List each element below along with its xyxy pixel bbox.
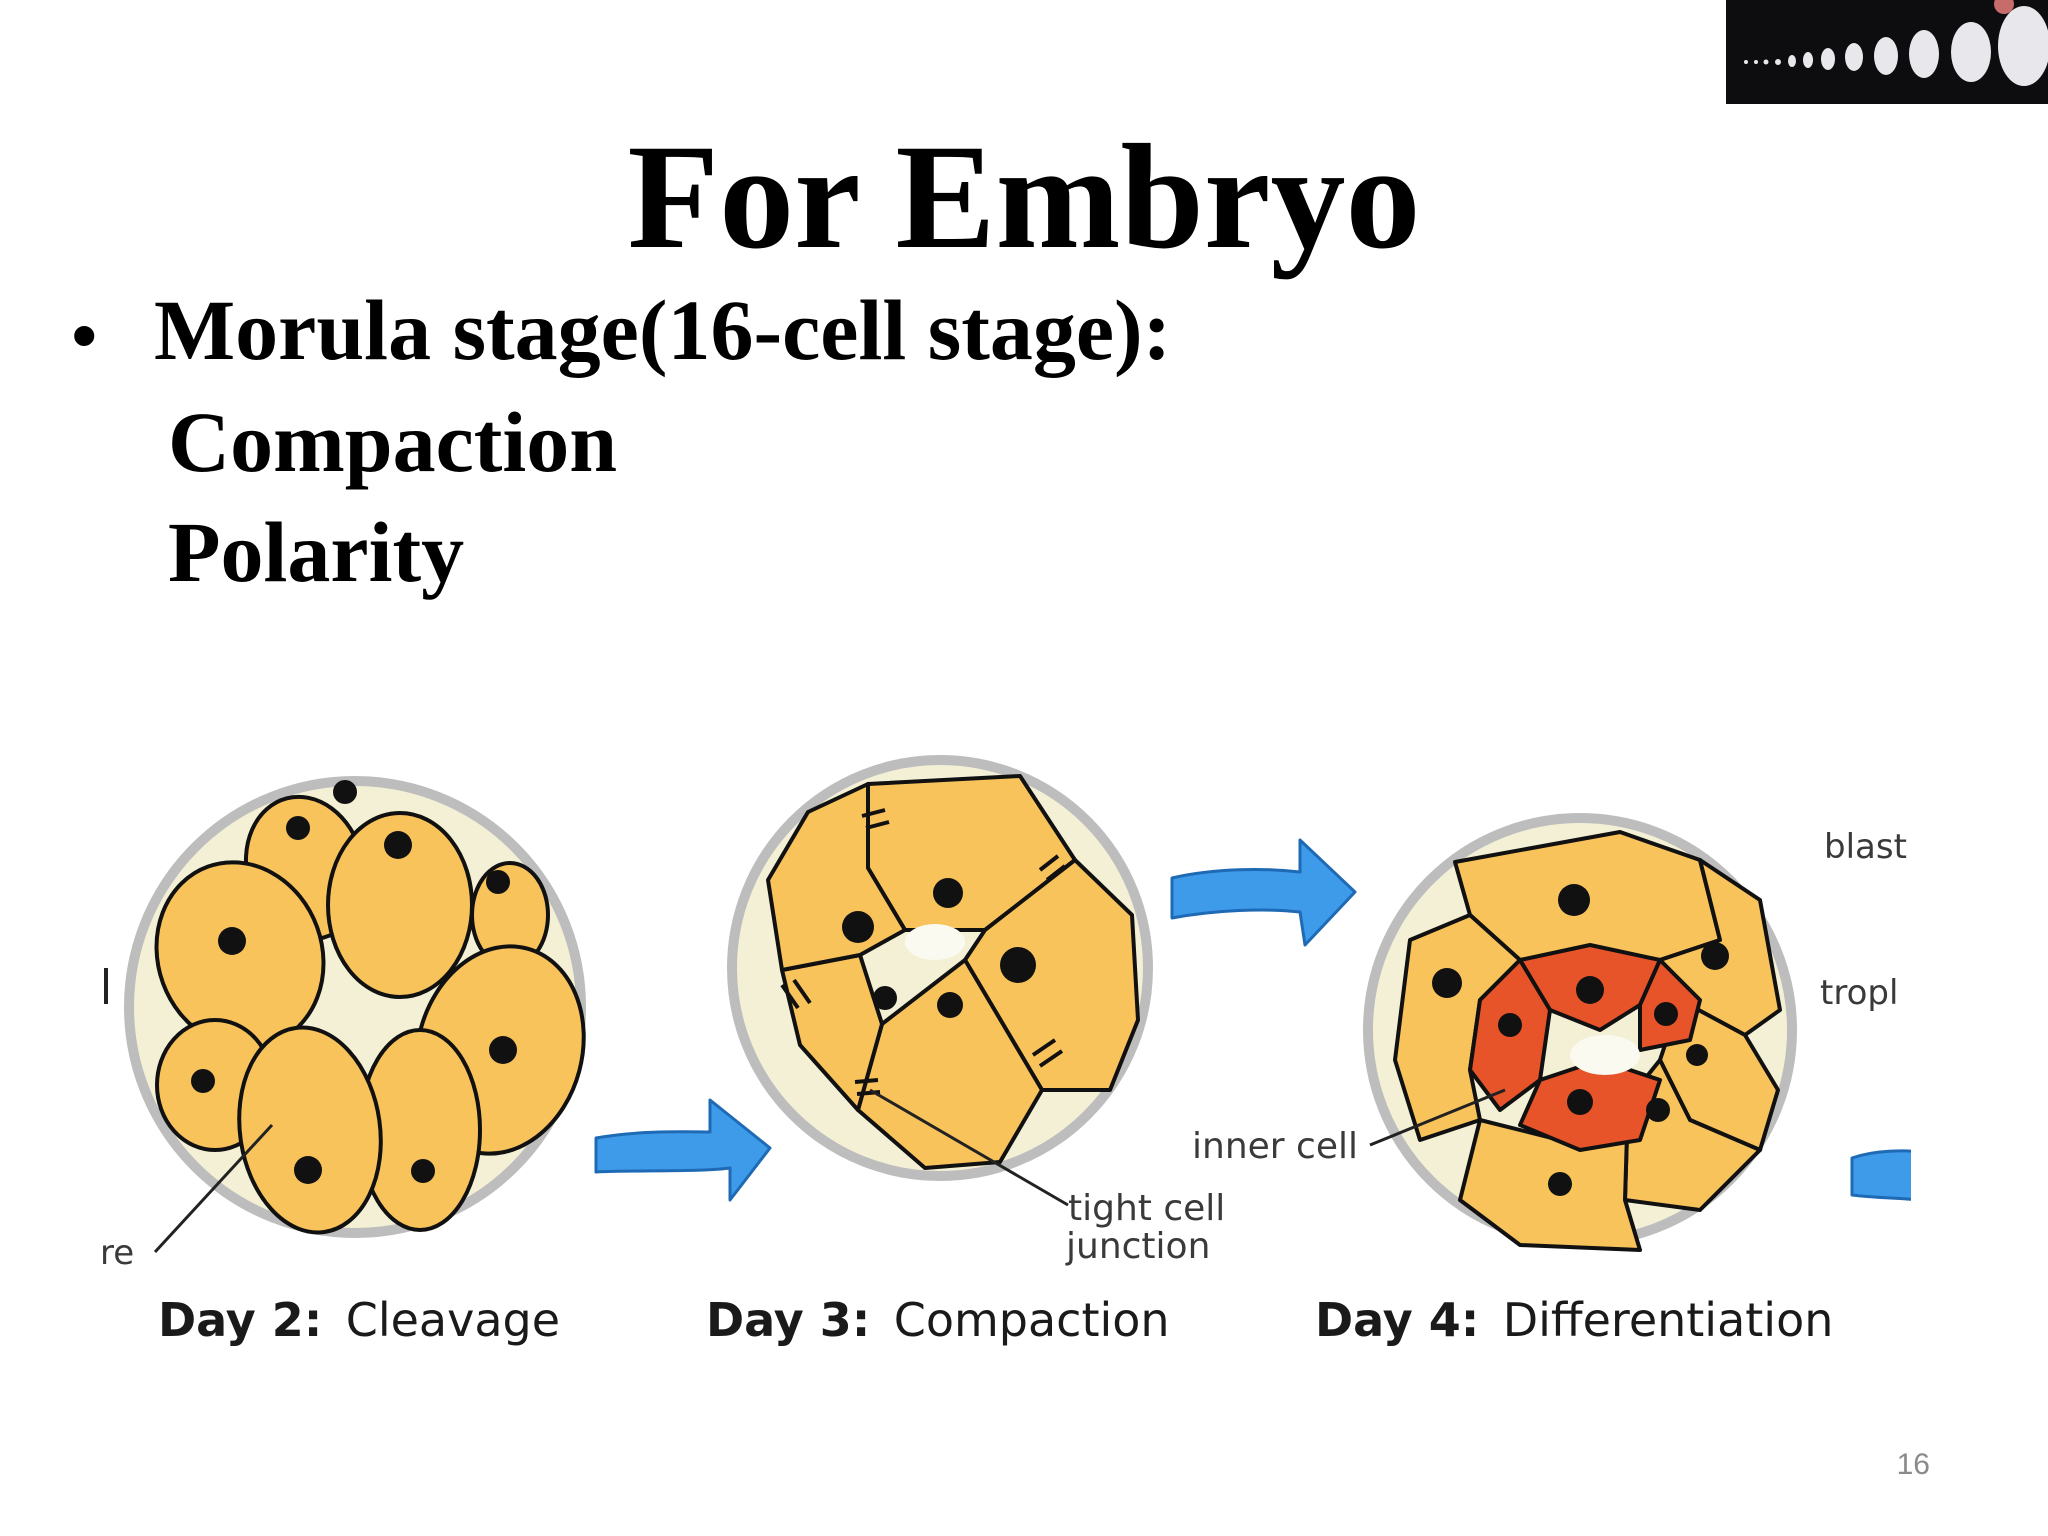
day3-compaction-embryo (727, 755, 1153, 1207)
label-troph-cut: tropl (1820, 973, 1898, 1013)
caption-day4: Day 4: Differentiation (1315, 1293, 1833, 1347)
caption-day2: Day 2: Cleavage (158, 1293, 560, 1347)
bullet-dot-icon: • (72, 296, 97, 374)
label-blast-cut: blast (1824, 827, 1907, 867)
embryo-development-thumbnail (1726, 0, 2048, 104)
arrow-icon (1170, 838, 1357, 947)
label-left-mark (104, 968, 108, 1004)
caption-day3: Day 3: Compaction (706, 1293, 1170, 1347)
day2-cleavage-embryo (124, 776, 586, 1254)
label-inner-cell: inner cell (1192, 1126, 1358, 1167)
arrow-icon (1850, 1149, 1912, 1201)
label-junction: junction (1065, 1226, 1210, 1267)
label-left-cut: re (100, 1233, 134, 1273)
page-number: 16 (1896, 1448, 1930, 1481)
sub-item-polarity: Polarity (168, 504, 465, 600)
bullet-text: Morula stage(16-cell stage): (154, 282, 1172, 378)
slide-title: For Embryo (627, 114, 1421, 280)
bullet-point: • Morula stage(16-cell stage): (72, 278, 1171, 388)
sub-item-compaction: Compaction (168, 394, 618, 490)
day4-differentiation-embryo (1363, 813, 1797, 1252)
arrow-icon (594, 1098, 772, 1202)
label-tight-cell: tight cell (1068, 1188, 1225, 1229)
